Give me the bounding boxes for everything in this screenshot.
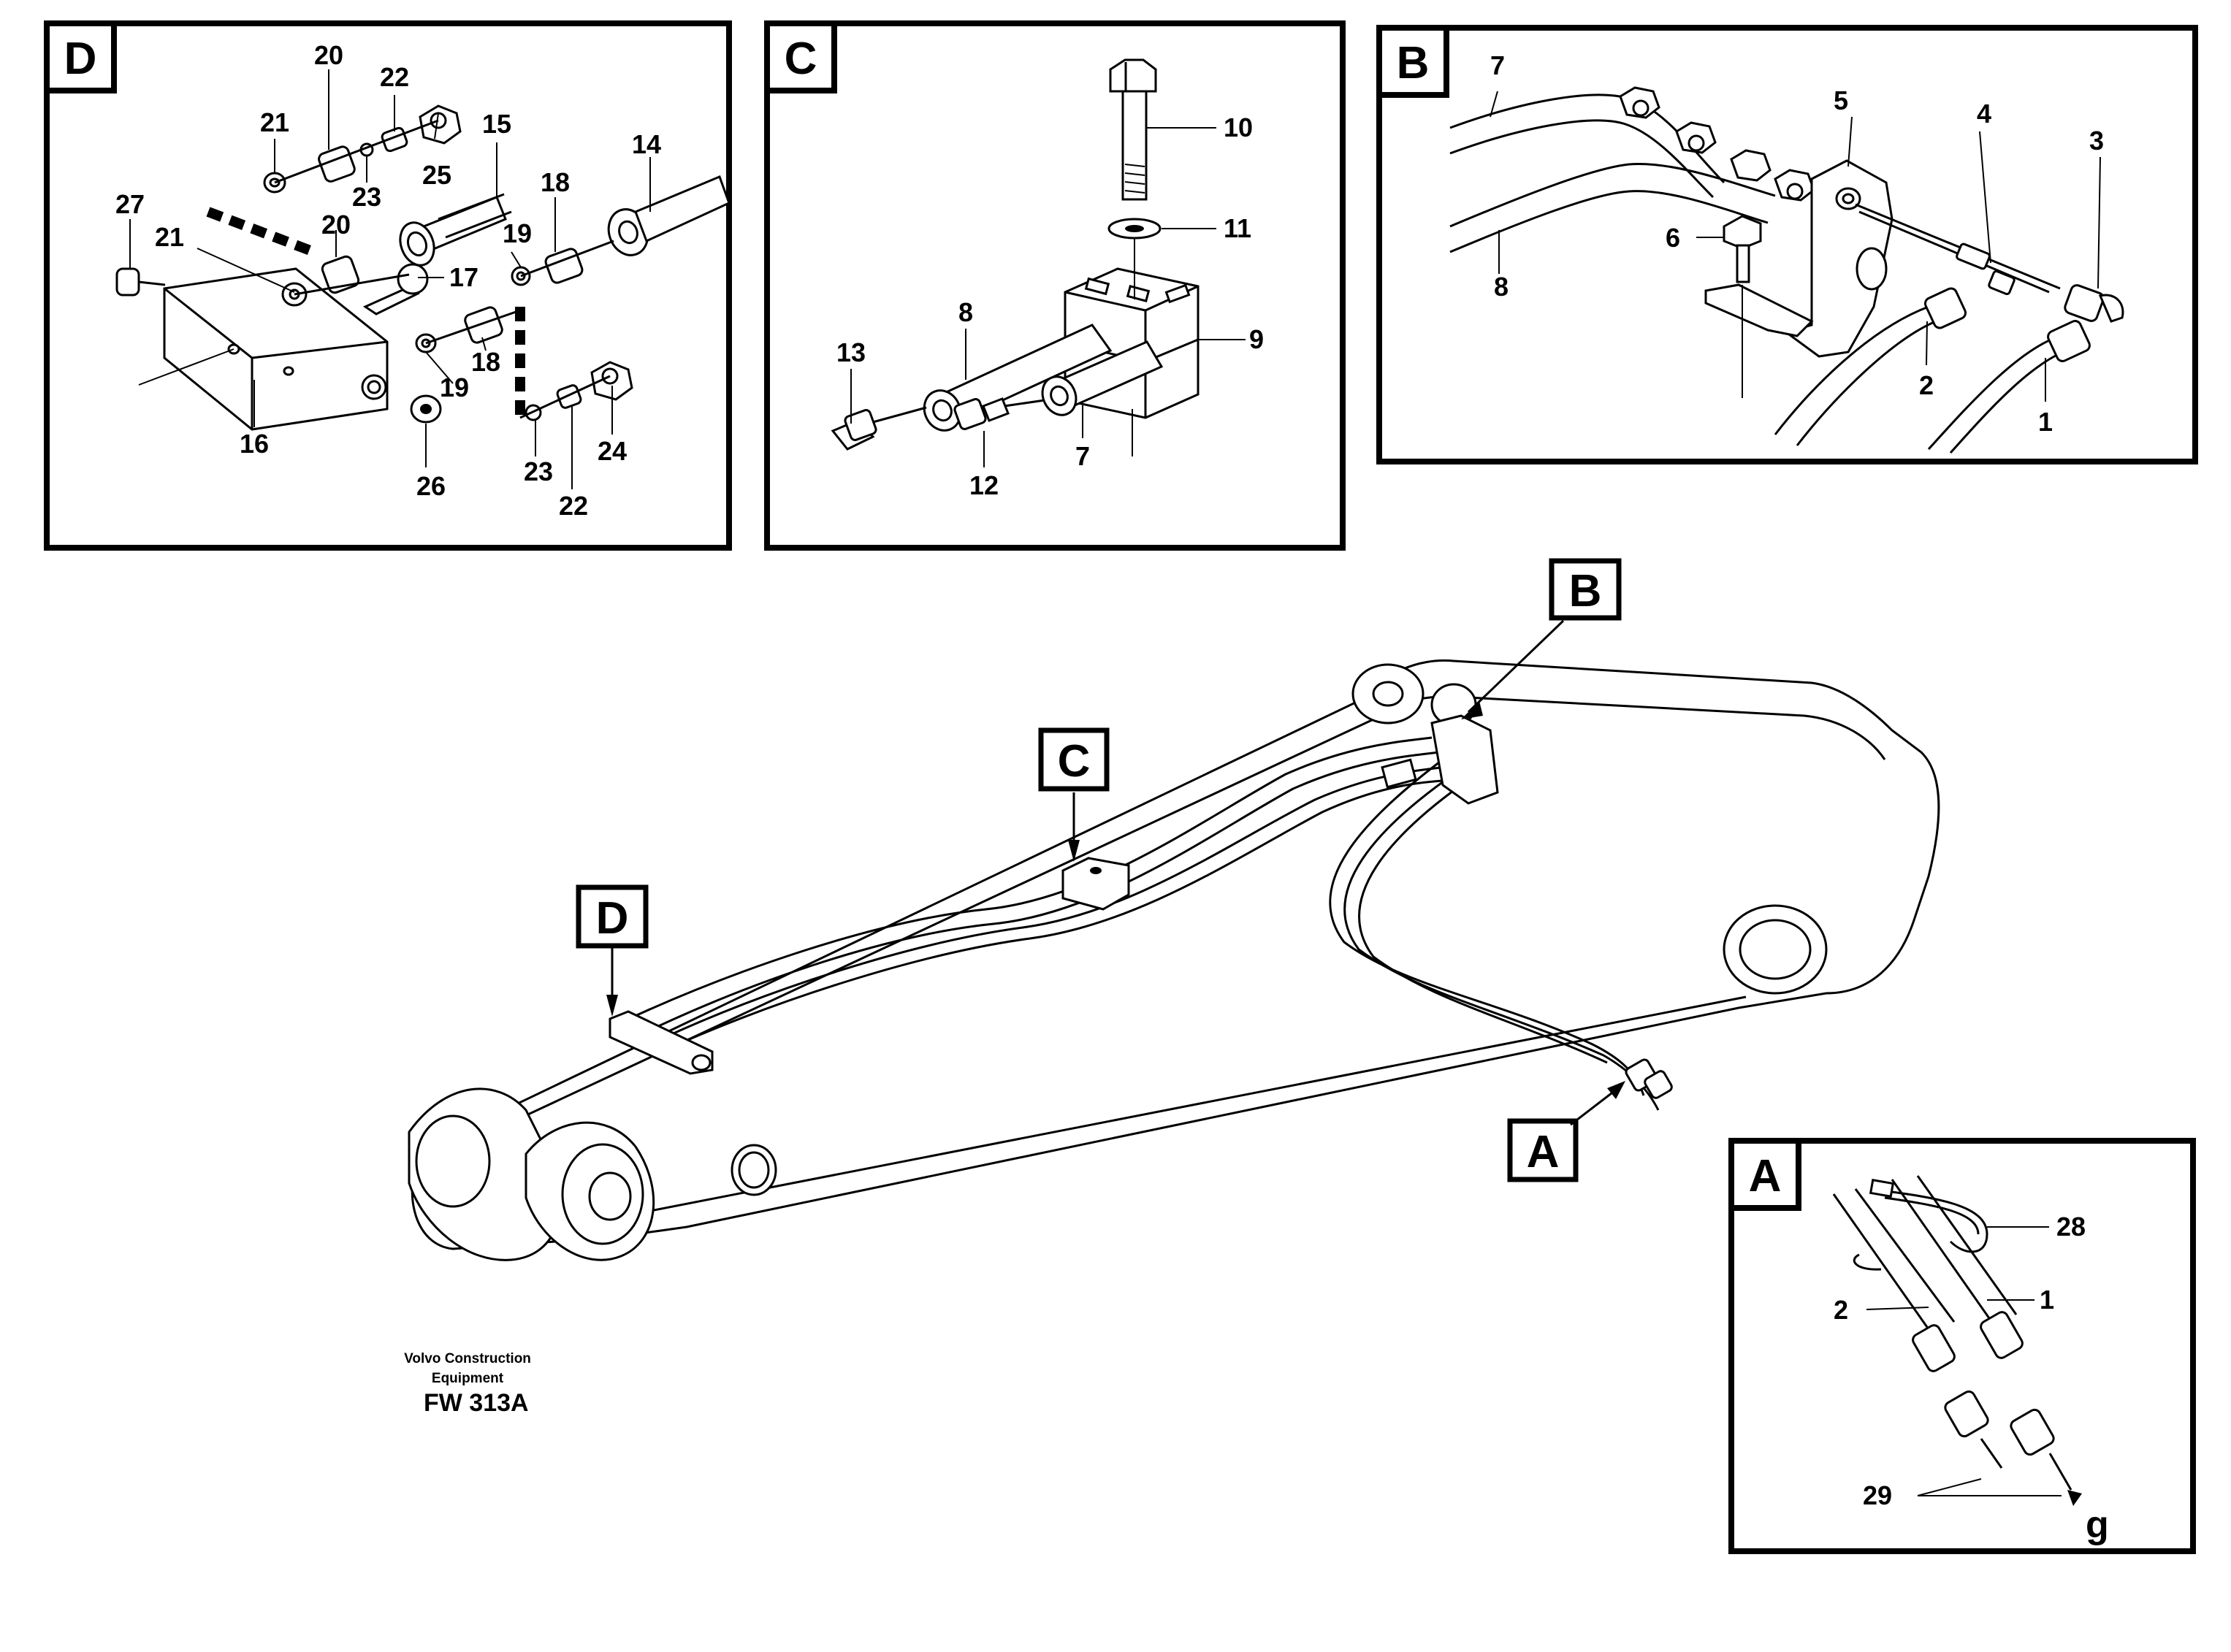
callout-d-21a: 21 [260, 107, 289, 137]
overview-label-a: A [1527, 1127, 1560, 1177]
detail-label-c: C [785, 34, 817, 84]
overview-label-d: D [596, 893, 629, 944]
boom-overview: B C D A [408, 558, 1940, 1261]
drawing-code: FW 313A [424, 1389, 529, 1417]
callout-b-7: 7 [1490, 50, 1505, 80]
callout-d-27: 27 [115, 189, 145, 219]
callout-c-12: 12 [969, 470, 999, 500]
callout-b-4: 4 [1977, 99, 1991, 129]
callout-d-20a: 20 [314, 40, 343, 70]
callout-c-8: 8 [958, 297, 973, 327]
callout-b-3: 3 [2089, 126, 2104, 156]
callout-d-22b: 22 [559, 491, 588, 521]
detail-panel-b: B [1376, 25, 2198, 464]
callout-a-28: 28 [2056, 1212, 2086, 1242]
detail-label-a: A [1749, 1151, 1782, 1201]
callout-c-7: 7 [1075, 441, 1090, 471]
callout-c-11: 11 [1224, 213, 1251, 243]
detail-label-d: D [64, 34, 97, 84]
callout-a-2: 2 [1834, 1295, 1848, 1325]
callout-d-20b: 20 [321, 210, 351, 240]
callout-d-26: 26 [416, 471, 446, 501]
detail-panel-c: C [764, 20, 1346, 551]
caption-company-line1: Volvo Construction [404, 1351, 531, 1366]
callout-d-24: 24 [598, 436, 627, 466]
callout-b-2: 2 [1919, 370, 1934, 400]
callout-d-19a: 19 [503, 218, 532, 248]
detail-label-b: B [1397, 38, 1430, 88]
detail-panel-d: D [44, 20, 732, 551]
caption-company-line2: Equipment [432, 1371, 504, 1386]
detail-panel-a: A 28 2 1 29 g [1728, 1138, 2196, 1554]
callout-c-13: 13 [836, 337, 866, 367]
callout-a-g: g [2086, 1504, 2109, 1546]
callout-d-25: 25 [422, 160, 451, 190]
callout-d-22a: 22 [380, 62, 409, 92]
callout-d-23a: 23 [352, 182, 381, 212]
callout-a-29: 29 [1863, 1480, 1892, 1510]
overview-label-b: B [1569, 566, 1602, 616]
callout-d-16: 16 [240, 429, 269, 459]
callout-b-5: 5 [1834, 85, 1848, 115]
callout-d-19b: 19 [440, 372, 469, 402]
callout-d-17: 17 [449, 262, 478, 292]
callout-c-10: 10 [1224, 112, 1253, 142]
callout-d-14: 14 [632, 129, 661, 159]
callout-b-1: 1 [2038, 407, 2053, 437]
callout-b-8: 8 [1494, 272, 1509, 302]
callout-d-21b: 21 [155, 222, 184, 252]
callout-a-1: 1 [2040, 1285, 2054, 1315]
overview-label-c: C [1058, 736, 1091, 787]
callout-d-23b: 23 [524, 456, 553, 486]
callout-d-18b: 18 [471, 347, 500, 377]
callout-d-15: 15 [482, 109, 511, 139]
callout-c-9: 9 [1249, 324, 1264, 354]
drawing-caption: Volvo Construction Equipment FW 313A [404, 1351, 531, 1417]
callout-d-18a: 18 [541, 167, 570, 197]
callout-b-6: 6 [1666, 223, 1680, 253]
